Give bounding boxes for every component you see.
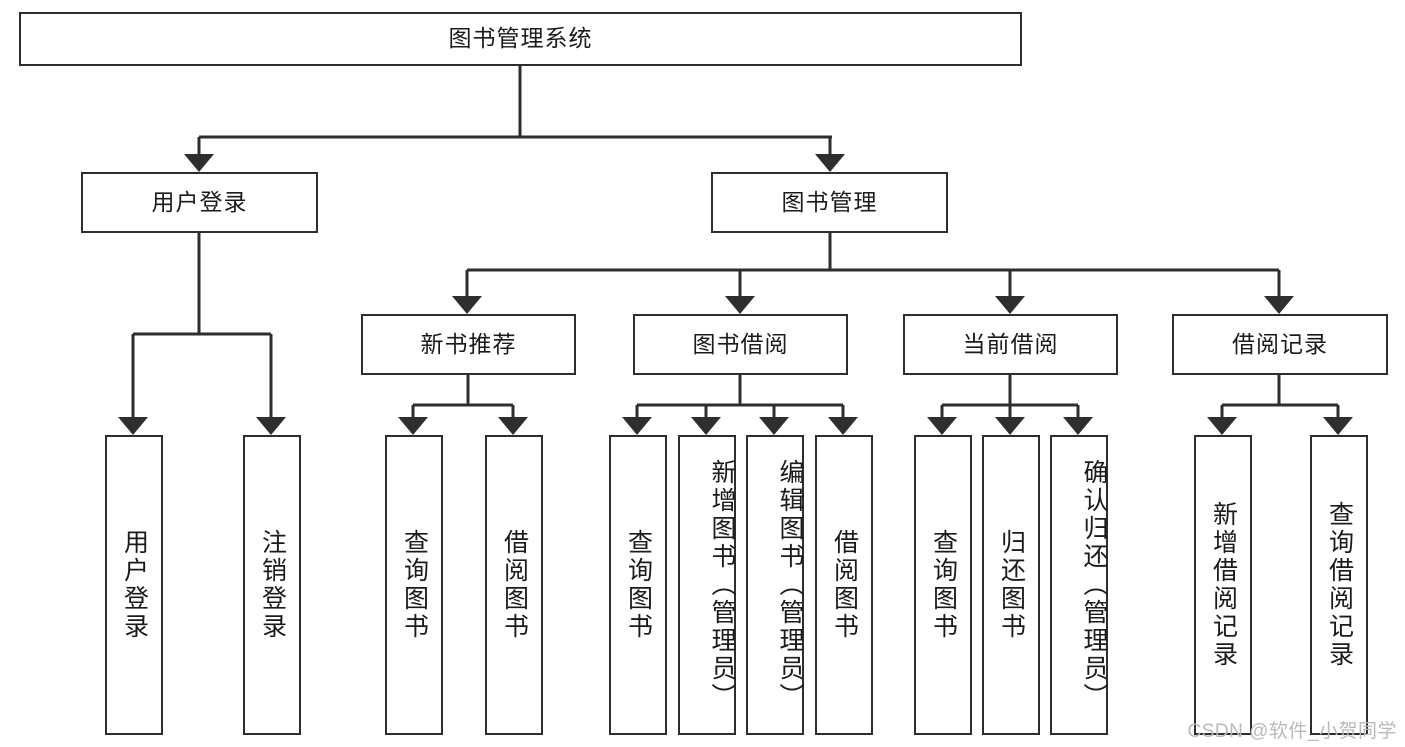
node-label: 查询借阅记录 [1325,501,1354,669]
node-label: 图书管理 [781,188,878,215]
node-leaf-logout-login[interactable]: 注销登录 [243,435,301,735]
node-label: 借阅图书 [500,529,529,641]
node-leaf-add-record[interactable]: 新增借阅记录 [1194,435,1252,735]
node-label: 借阅图书 [830,529,859,641]
node-root-book-management-system[interactable]: 图书管理系统 [19,12,1022,66]
node-label: 用户登录 [151,188,248,215]
node-label: 注销登录 [258,529,287,641]
node-leaf-add-book[interactable]: 新增图书（管理员） [678,435,736,735]
node-label: 用户登录 [120,529,149,641]
node-label: 新书推荐 [420,330,517,357]
node-label: 借阅记录 [1232,330,1328,357]
node-label: 确认归还（管理员） [1080,459,1108,711]
node-leaf-user-login[interactable]: 用户登录 [105,435,163,735]
node-leaf-query-book-1[interactable]: 查询图书 [385,435,443,735]
node-leaf-confirm-return[interactable]: 确认归还（管理员） [1050,435,1108,735]
node-leaf-query-book-2[interactable]: 查询图书 [609,435,667,735]
node-borrow-record[interactable]: 借阅记录 [1172,314,1388,375]
watermark-text: CSDN @软件_小贺同学 [1187,721,1397,742]
node-book-management[interactable]: 图书管理 [711,172,948,233]
node-label: 查询图书 [929,529,958,641]
node-book-borrow[interactable]: 图书借阅 [633,314,848,375]
node-label: 查询图书 [400,529,429,641]
node-leaf-edit-book[interactable]: 编辑图书（管理员） [746,435,804,735]
node-leaf-return-book[interactable]: 归还图书 [982,435,1040,735]
node-leaf-query-book-3[interactable]: 查询图书 [914,435,972,735]
node-leaf-query-record[interactable]: 查询借阅记录 [1310,435,1368,735]
node-current-borrow[interactable]: 当前借阅 [903,314,1118,375]
node-label: 编辑图书（管理员） [776,459,804,711]
node-label: 新增图书（管理员） [708,459,736,711]
node-leaf-borrow-book-1[interactable]: 借阅图书 [485,435,543,735]
node-label: 图书管理系统 [448,25,593,52]
node-label: 查询图书 [624,529,653,641]
node-new-book-recommend[interactable]: 新书推荐 [361,314,576,375]
node-label: 当前借阅 [962,330,1059,357]
node-label: 新增借阅记录 [1209,501,1238,669]
node-leaf-borrow-book-2[interactable]: 借阅图书 [815,435,873,735]
node-label: 图书借阅 [692,330,789,357]
node-user-login[interactable]: 用户登录 [81,172,318,233]
node-label: 归还图书 [997,529,1026,641]
